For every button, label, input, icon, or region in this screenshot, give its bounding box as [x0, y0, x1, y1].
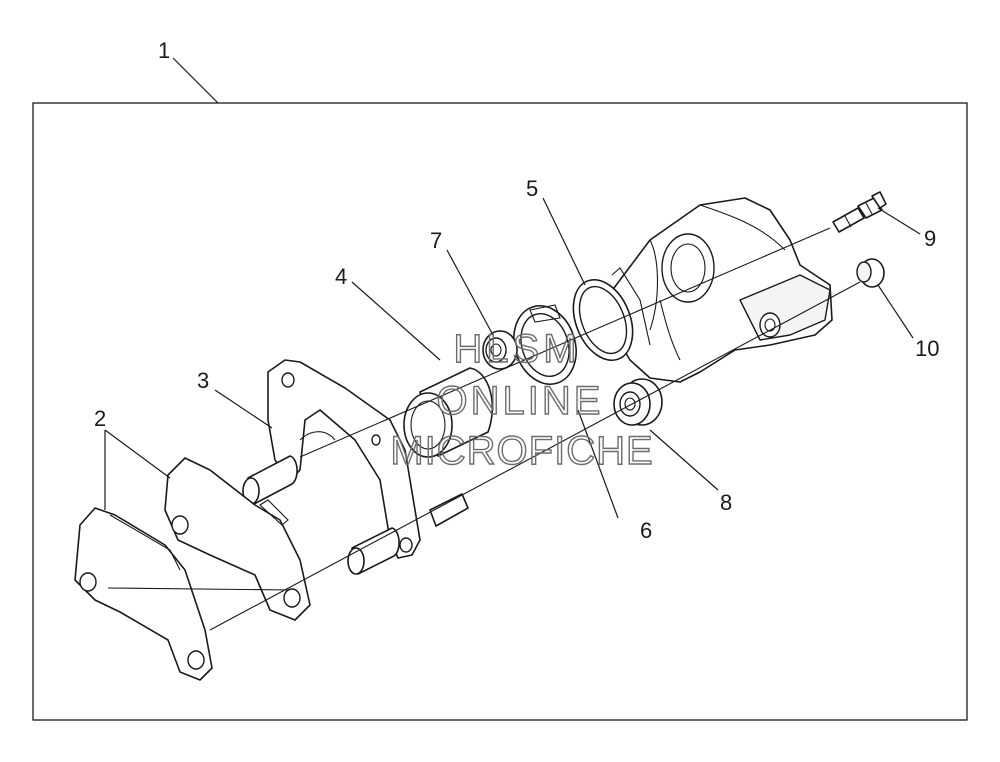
part-9-bleeder-screw[interactable] — [832, 191, 887, 233]
part-8-bushing[interactable] — [613, 378, 663, 426]
callout-9: 9 — [924, 226, 936, 251]
watermark-line-3: MICROFICHE — [390, 429, 653, 473]
part-3-mounting-bracket[interactable] — [242, 359, 469, 575]
callout-5: 5 — [526, 176, 538, 201]
callout-2: 2 — [94, 406, 106, 431]
part-4-piston[interactable] — [403, 367, 494, 458]
callout-1: 1 — [158, 38, 170, 63]
leader-lines — [104, 57, 921, 519]
callout-4: 4 — [335, 264, 347, 289]
part-10-cap[interactable] — [856, 258, 885, 288]
alignment-lines — [107, 227, 861, 631]
part-2-inner-pad[interactable] — [164, 457, 311, 621]
callout-3: 3 — [197, 368, 209, 393]
part-2-outer-pad[interactable] — [74, 507, 213, 681]
callout-labels: 1 2 3 4 5 6 7 8 9 10 — [94, 38, 939, 543]
part-7-bushing[interactable] — [482, 330, 518, 370]
callout-10: 10 — [915, 336, 939, 361]
callout-7: 7 — [430, 228, 442, 253]
watermark: HLSM ONLINE MICROFICHE — [390, 326, 654, 473]
assembly-frame — [32, 102, 968, 721]
callout-6: 6 — [640, 518, 652, 543]
part-5-seal-ring[interactable] — [562, 271, 644, 369]
watermark-line-1: HLSM — [453, 327, 580, 371]
callout-8: 8 — [720, 490, 732, 515]
caliper-housing[interactable] — [604, 197, 833, 383]
watermark-line-2: ONLINE — [437, 379, 604, 423]
